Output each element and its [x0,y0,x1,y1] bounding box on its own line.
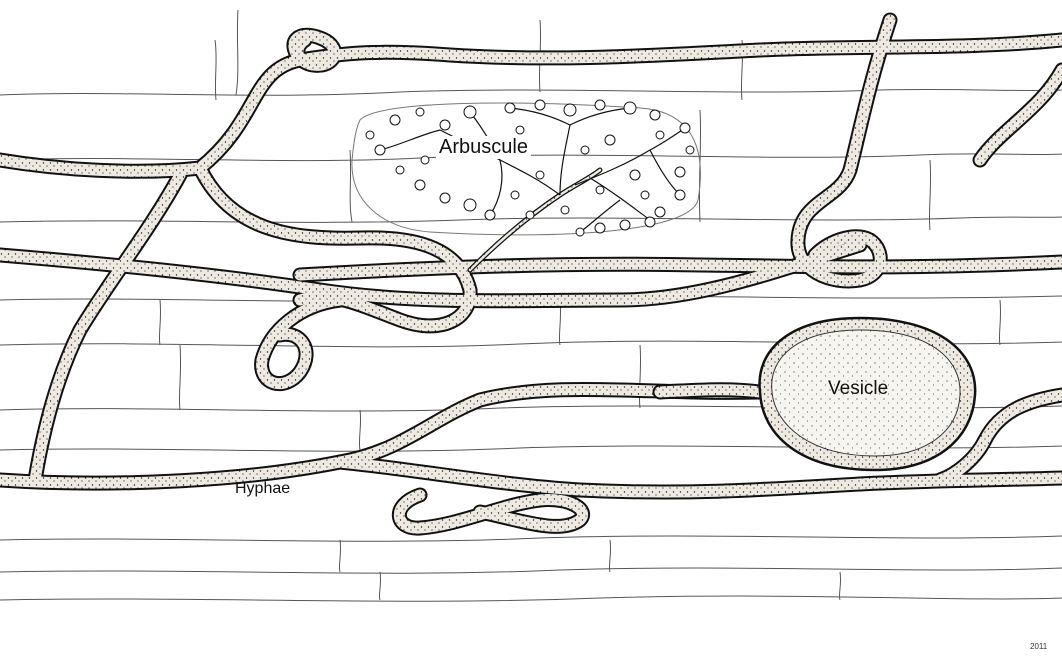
cell-wall-line [0,568,1062,573]
cell-wall-line [379,572,380,600]
vesicle-label: Vesicle [828,378,888,400]
cell-wall-line [215,40,216,100]
cell-wall-line [999,300,1000,345]
cell-wall-line [609,540,610,572]
cell-wall-line [236,10,238,95]
artist-signature: 2011 [1030,642,1047,651]
cell-wall-line [359,410,360,450]
cell-wall-line [339,540,340,572]
cell-wall-line [0,89,1062,95]
cell-wall-line [179,345,180,410]
arbuscule-label: Arbuscule [436,136,531,159]
cell-wall-line [929,160,930,230]
cell-wall-line [0,536,1062,541]
cell-wall-line [839,572,840,600]
cell-wall-line [0,596,1062,601]
cell-wall-line [639,345,640,408]
vesicle [660,318,975,470]
hyphae-label: Hyphae [235,480,290,498]
cell-wall-line [0,154,1062,161]
cell-wall-line [159,300,160,345]
